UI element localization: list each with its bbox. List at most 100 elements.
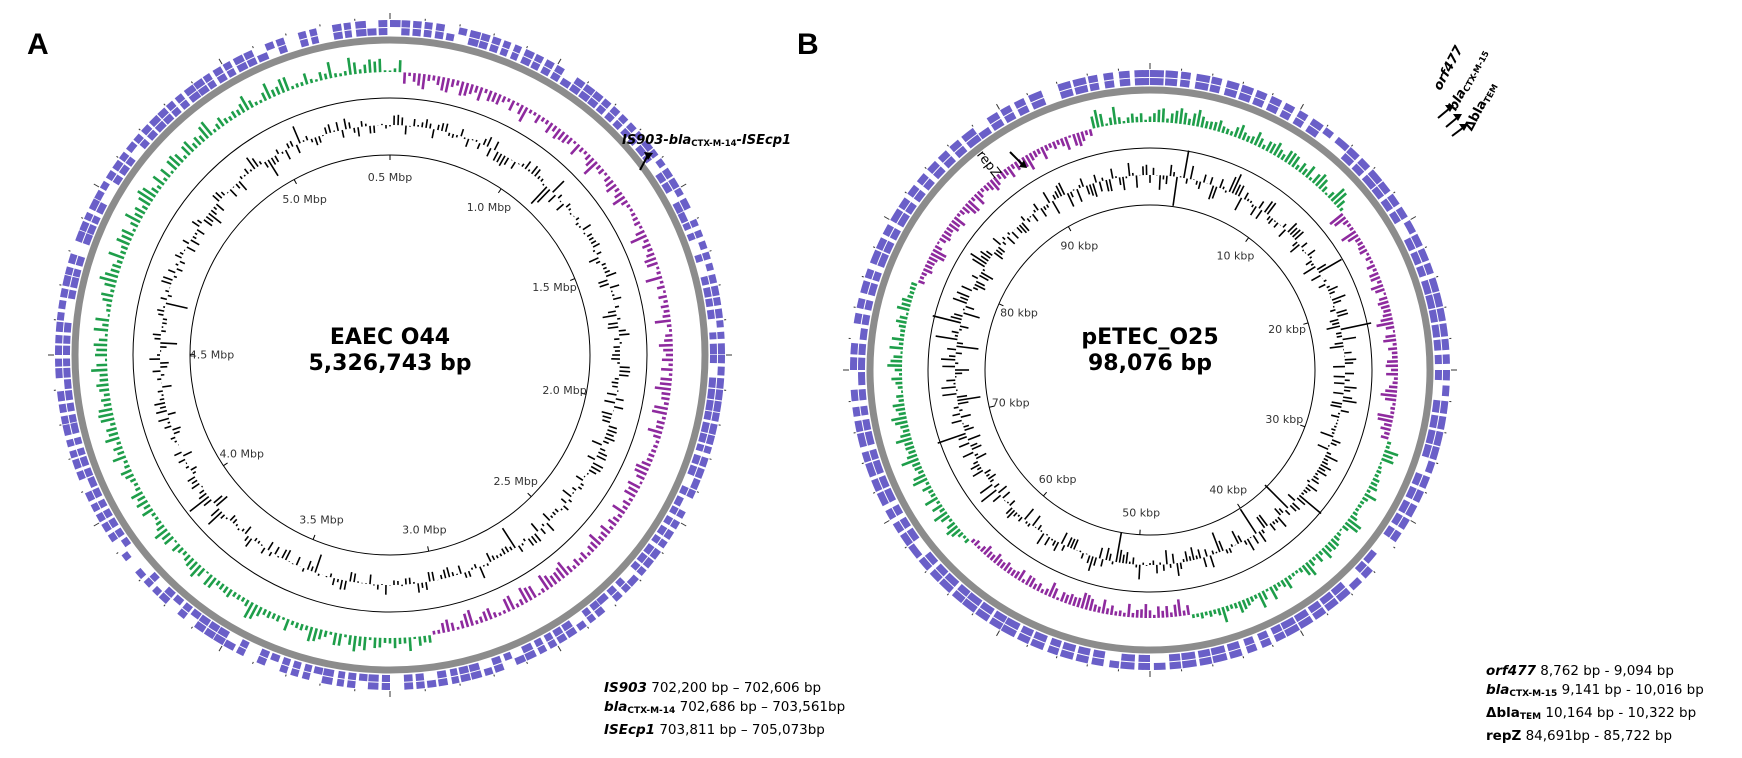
cds-segment	[118, 151, 130, 163]
cds-segment	[143, 577, 155, 588]
gc-skew-bar	[659, 280, 664, 284]
gc-skew-bar	[112, 263, 122, 269]
gc-skew-bar	[347, 635, 352, 646]
gc-skew-bar	[1311, 173, 1321, 184]
cds-segment	[1169, 661, 1182, 670]
gc-skew-bar	[644, 256, 657, 264]
gc-skew-bar	[1352, 511, 1358, 517]
gc-skew-bar	[133, 482, 139, 487]
cds-segment	[99, 180, 110, 191]
gc-content-bar	[437, 124, 440, 131]
gc-content-bar	[1287, 493, 1296, 502]
cds-segment	[591, 91, 604, 103]
gc-content-bar	[457, 565, 462, 574]
gc-content-bar	[160, 297, 168, 301]
cds-segment	[217, 626, 230, 639]
gc-content-bar	[431, 571, 435, 581]
gc-content-bar	[1108, 179, 1113, 192]
gc-content-bar	[314, 137, 319, 146]
cds-segment	[871, 478, 883, 493]
cds-segment	[183, 84, 197, 97]
cds-segment	[436, 670, 447, 679]
cds-segment	[82, 233, 94, 246]
cds-segment	[695, 443, 705, 452]
gc-content-bar	[552, 180, 565, 193]
cds-segment	[1367, 169, 1383, 185]
gc-content-bar	[588, 469, 597, 475]
gc-content-bar	[1171, 553, 1175, 564]
cds-segment	[63, 367, 71, 378]
gc-skew-bar	[946, 521, 956, 530]
cds-segment	[112, 174, 124, 186]
cds-segment	[861, 450, 872, 463]
gc-content-bar	[1243, 192, 1249, 200]
cds-segment	[1180, 71, 1192, 80]
cds-segment	[627, 136, 638, 147]
cds-segment	[717, 331, 725, 340]
gc-skew-bar	[491, 92, 498, 103]
gc-content-bar	[953, 406, 959, 409]
gc-skew-bar	[156, 524, 165, 532]
cds-segment	[898, 197, 911, 211]
gc-content-bar	[1211, 186, 1218, 199]
gc-content-bar	[485, 552, 492, 563]
cds-segment	[1403, 237, 1416, 252]
gc-skew-bar	[1336, 200, 1346, 209]
gc-content-bar	[1098, 181, 1103, 192]
gc-skew-bar	[1314, 553, 1324, 563]
outer-tick	[557, 645, 562, 652]
outer-tick	[1373, 166, 1376, 169]
gc-content-bar	[571, 486, 577, 491]
gc-skew-bar	[323, 73, 328, 80]
gc-content-bar	[274, 546, 280, 555]
outer-tick	[252, 46, 254, 49]
gc-content-bar	[1185, 178, 1188, 184]
cds-segment	[182, 602, 193, 613]
gc-skew-bar	[240, 596, 246, 603]
gc-skew-bar	[639, 481, 643, 485]
cds-segment	[390, 20, 401, 28]
cds-segment	[343, 22, 352, 31]
cds-segment	[256, 655, 268, 666]
gc-skew-bar	[1382, 453, 1394, 460]
gc-skew-bar	[427, 74, 431, 82]
gc-skew-bar	[1349, 514, 1358, 522]
cds-segment	[520, 56, 532, 67]
gc-content-bar	[174, 254, 182, 259]
gc-skew-bar	[896, 305, 910, 312]
annotation-row: repZ 84,691bp - 85,722 bp	[1486, 728, 1673, 744]
gc-content-bar	[292, 126, 301, 144]
gc-skew-bar	[323, 630, 328, 638]
gc-skew-bar	[458, 81, 465, 96]
cds-segment	[708, 273, 718, 285]
gc-content-bar	[980, 250, 991, 259]
gc-skew-bar	[627, 480, 641, 490]
outer-tick	[190, 626, 193, 629]
gc-skew-bar	[134, 486, 141, 492]
gc-skew-bar	[486, 90, 493, 102]
gc-content-bar	[1172, 171, 1176, 177]
gc-skew-bar	[363, 64, 367, 74]
gc-content-bar	[167, 411, 176, 416]
cds-segment	[703, 445, 713, 455]
cds-segment	[86, 223, 97, 236]
gc-skew-bar	[110, 268, 120, 274]
cds-segment	[493, 663, 505, 673]
gc-content-bar	[510, 161, 516, 169]
cds-segment	[1181, 659, 1197, 669]
cds-segment	[480, 32, 491, 43]
gc-content-bar	[1025, 521, 1028, 524]
cds-segment	[858, 388, 867, 401]
gc-skew-bar	[197, 126, 210, 140]
cds-segment	[469, 29, 482, 40]
gc-skew-bar	[1028, 152, 1035, 161]
gc-content-bar	[1032, 515, 1041, 527]
outer-tick	[946, 593, 949, 596]
gc-content-bar	[1343, 389, 1351, 392]
annotation-legend-a: IS903 702,200 bp – 702,606 bp blaCTX-M-1…	[604, 679, 845, 740]
gc-skew-bar	[495, 93, 502, 105]
outer-tick	[996, 630, 1000, 637]
cds-segment	[1348, 577, 1363, 591]
cds-segment	[1092, 649, 1106, 659]
